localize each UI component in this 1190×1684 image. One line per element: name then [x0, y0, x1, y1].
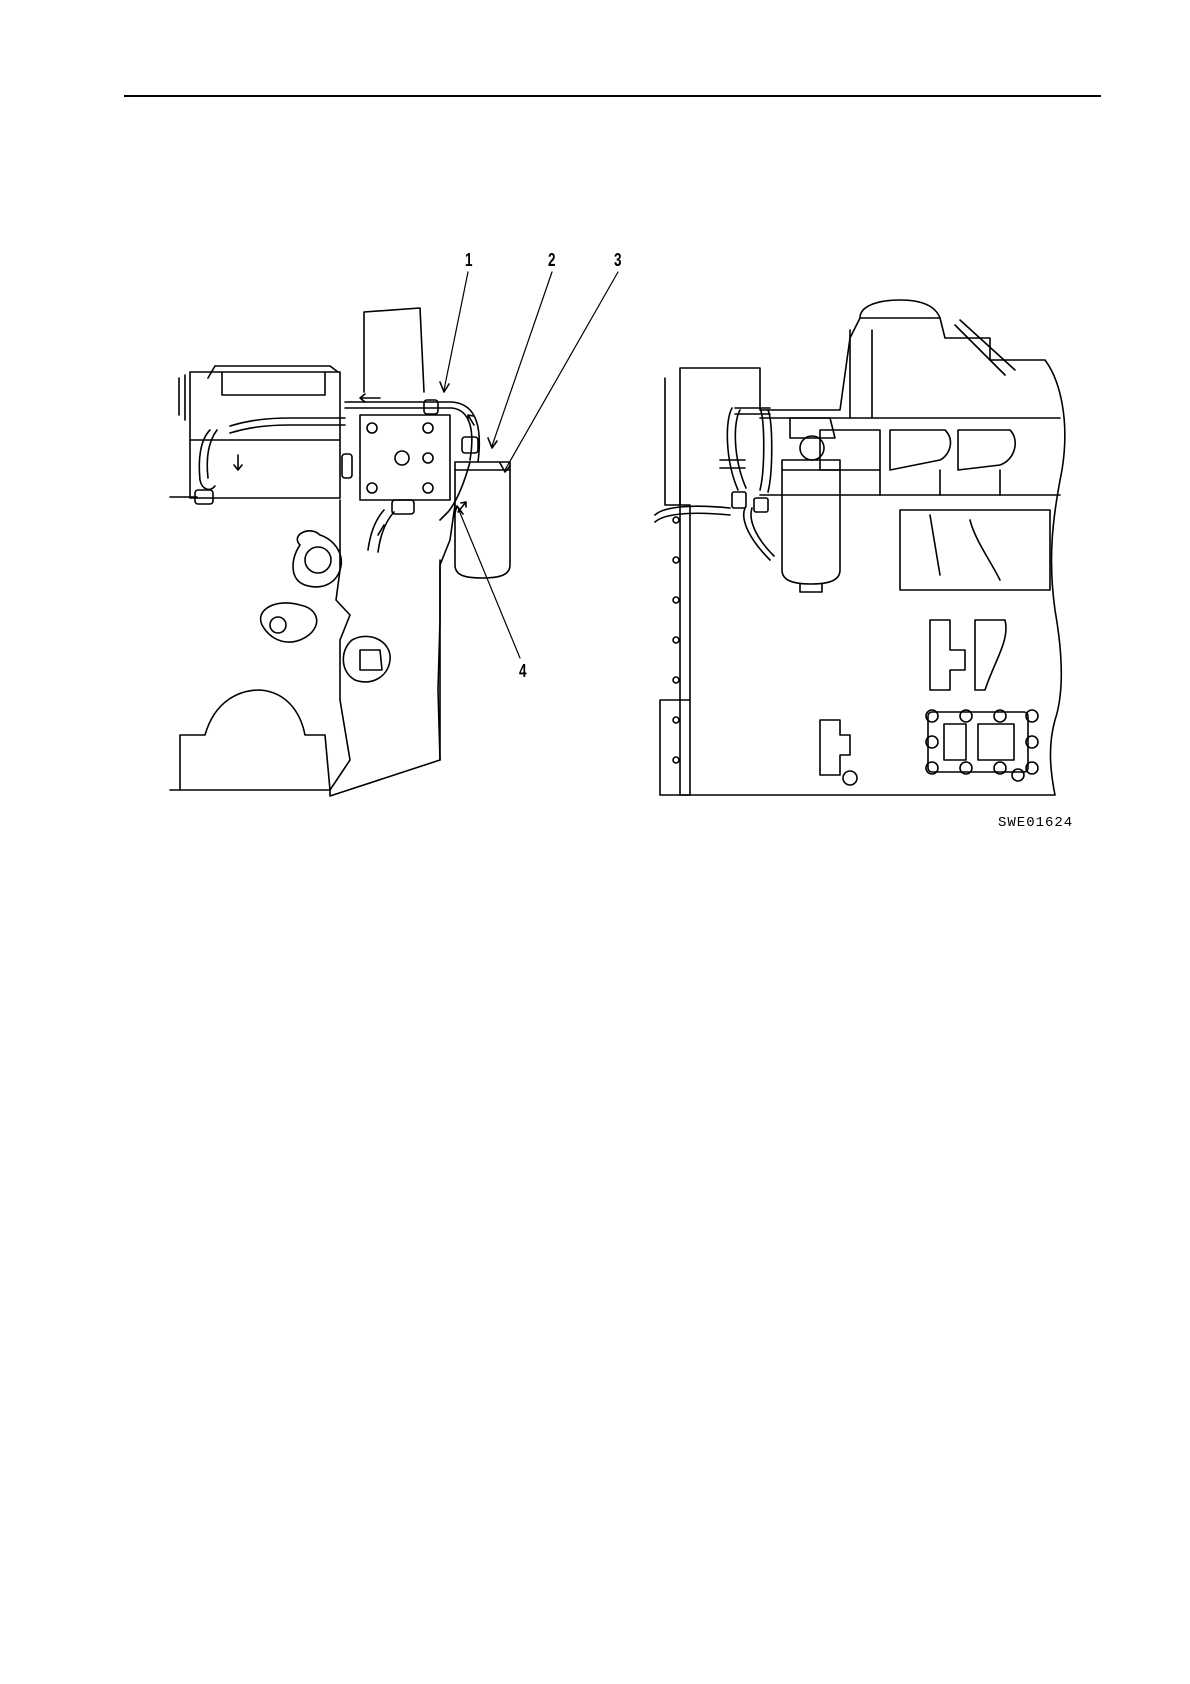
callout-2: 2: [548, 251, 556, 269]
left-engine-view: [170, 272, 618, 796]
engine-fuel-line-illustration: [0, 0, 1190, 880]
figure-code: SWE01624: [998, 815, 1073, 831]
right-engine-view: [655, 300, 1065, 795]
callout-3: 3: [614, 251, 622, 269]
callout-4: 4: [519, 662, 527, 680]
callout-1: 1: [465, 251, 473, 269]
